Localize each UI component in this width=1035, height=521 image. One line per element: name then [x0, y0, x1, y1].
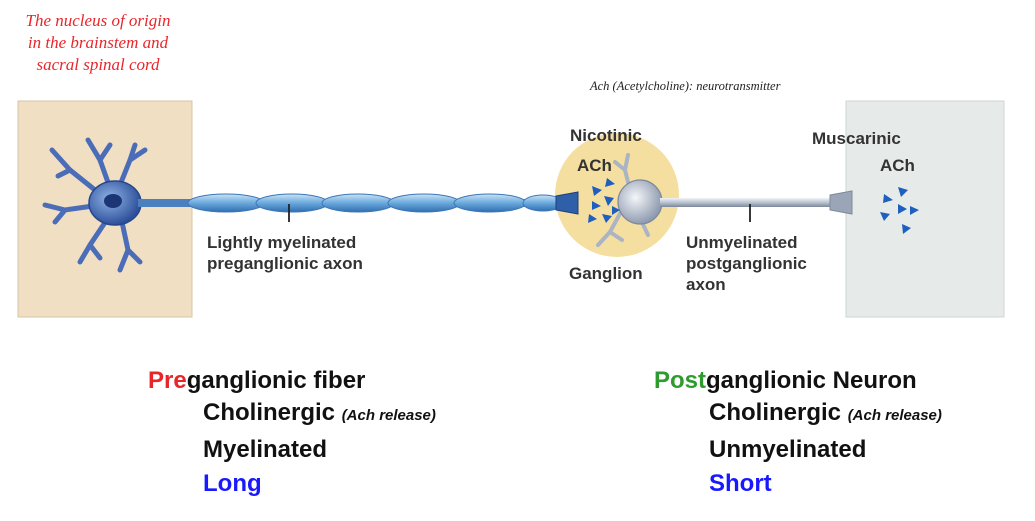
- pre-item-myelinated: Myelinated: [203, 436, 328, 463]
- post-item-length: Short: [709, 470, 772, 497]
- postganglionic-axon-label-line: postganglionic: [686, 254, 807, 273]
- postganglionic-title: Postganglionic Neuron: [654, 366, 942, 396]
- nucleus-note-line: in the brainstem and: [27, 33, 169, 52]
- preganglionic-terminal: [555, 191, 579, 215]
- pre-prefix: Pre: [148, 367, 187, 394]
- preganglionic-summary: Preganglionic fiber Cholinergic (Ach rel…: [148, 366, 436, 501]
- pre-title-rest: ganglionic fiber: [186, 367, 366, 394]
- preganglionic-axon-label-line: preganglionic axon: [207, 254, 363, 273]
- postganglionic-axon: [660, 198, 835, 207]
- post-title-rest: ganglionic Neuron: [706, 367, 917, 394]
- pre-item-cholinergic: Cholinergic (Ach release): [203, 396, 436, 433]
- pre-item-length: Long: [203, 470, 262, 497]
- post-prefix: Post: [654, 367, 707, 394]
- muscarinic-ach-molecules: [880, 187, 919, 234]
- preganglionic-axon-label-line: Lightly myelinated: [207, 233, 357, 252]
- preganglionic-nucleus: [104, 194, 122, 208]
- postganglionic-summary: Postganglionic Neuron Cholinergic (Ach r…: [654, 366, 942, 501]
- nucleus-note-line: sacral spinal cord: [36, 55, 160, 74]
- post-item-unmyelinated: Unmyelinated: [709, 436, 867, 463]
- postganglionic-axon-label-line: Unmyelinated: [686, 233, 798, 252]
- pre-cholinergic-note: (Ach release): [341, 407, 436, 424]
- ganglion-circle: [555, 133, 679, 257]
- muscarinic-ach-label: ACh: [880, 156, 915, 175]
- preganglionic-title: Preganglionic fiber: [148, 366, 436, 396]
- nicotinic-ach-label: ACh: [577, 156, 612, 175]
- nicotinic-label: Nicotinic: [570, 126, 642, 145]
- muscarinic-label: Muscarinic: [812, 129, 901, 148]
- post-cholinergic-text: Cholinergic: [709, 399, 842, 426]
- postganglionic-axon-label: Unmyelinated postganglionic axon: [686, 232, 807, 295]
- ach-note: Ach (Acetylcholine): neurotransmitter: [590, 79, 781, 93]
- pre-cholinergic-text: Cholinergic: [203, 399, 336, 426]
- ganglion-label: Ganglion: [569, 264, 643, 283]
- preganglionic-axon-label: Lightly myelinated preganglionic axon: [207, 232, 363, 274]
- postganglionic-axon-label-line: axon: [686, 275, 726, 294]
- nicotinic-ach-molecules: [588, 178, 620, 223]
- post-item-cholinergic: Cholinergic (Ach release): [709, 396, 942, 433]
- postganglionic-soma: [617, 179, 663, 225]
- post-cholinergic-note: (Ach release): [847, 407, 942, 424]
- nucleus-note-line: The nucleus of origin: [25, 11, 171, 30]
- target-panel: [845, 100, 1005, 318]
- postganglionic-terminal: [829, 190, 853, 215]
- nucleus-origin-note: The nucleus of origin in the brainstem a…: [8, 10, 188, 76]
- preganglionic-dendrites: [42, 137, 148, 273]
- myelin-sheaths: [187, 193, 564, 213]
